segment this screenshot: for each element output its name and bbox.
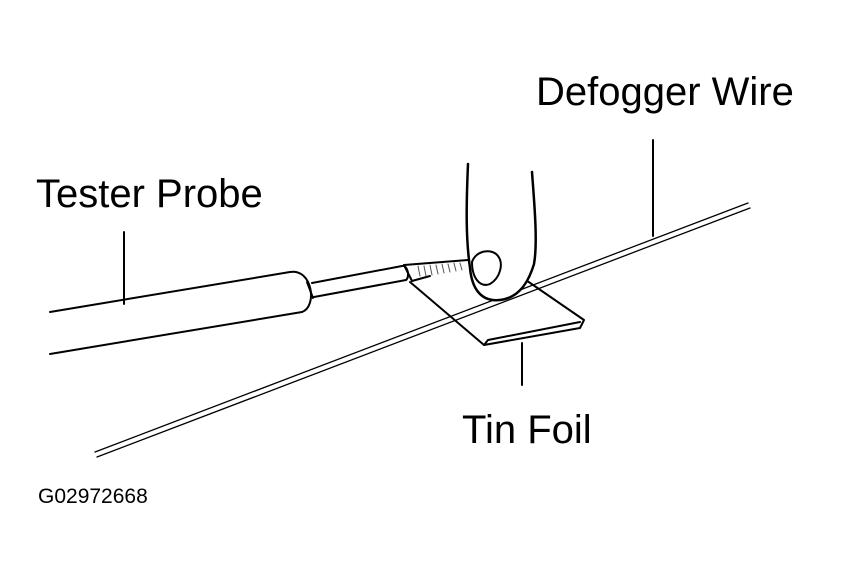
- foil-crimp-hatching: [417, 262, 463, 277]
- leader-lines: [123, 139, 654, 386]
- tin-foil-sheet: [403, 259, 585, 346]
- tin-foil-label: Tin Foil: [462, 408, 592, 452]
- tester-probe: [49, 265, 410, 355]
- tester-probe-label: Tester Probe: [36, 172, 263, 216]
- defogger-wire: [94, 202, 751, 458]
- finger: [465, 162, 537, 302]
- figure-code: G02972668: [38, 485, 148, 508]
- defogger-wire-label: Defogger Wire: [536, 70, 794, 114]
